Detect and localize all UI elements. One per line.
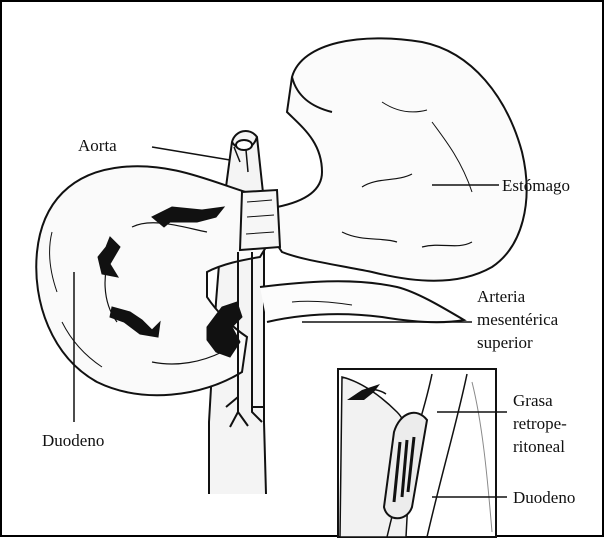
label-grasa-1: Grasa — [513, 390, 553, 411]
label-arteria-3: superior — [477, 332, 533, 353]
aorta-leader — [152, 147, 230, 160]
label-arteria-2: mesentérica — [477, 309, 558, 330]
duodenum-crossing — [240, 190, 280, 250]
label-duodeno: Duodeno — [42, 430, 104, 451]
inset-panel — [338, 369, 496, 537]
label-duodeno-inset: Duodeno — [513, 487, 575, 508]
label-arteria-1: Arteria — [477, 286, 525, 307]
label-aorta: Aorta — [78, 135, 117, 156]
label-grasa-3: ritoneal — [513, 436, 565, 457]
stomach — [272, 38, 527, 280]
label-grasa-2: retrope- — [513, 413, 567, 434]
label-estomago: Estómago — [502, 175, 570, 196]
